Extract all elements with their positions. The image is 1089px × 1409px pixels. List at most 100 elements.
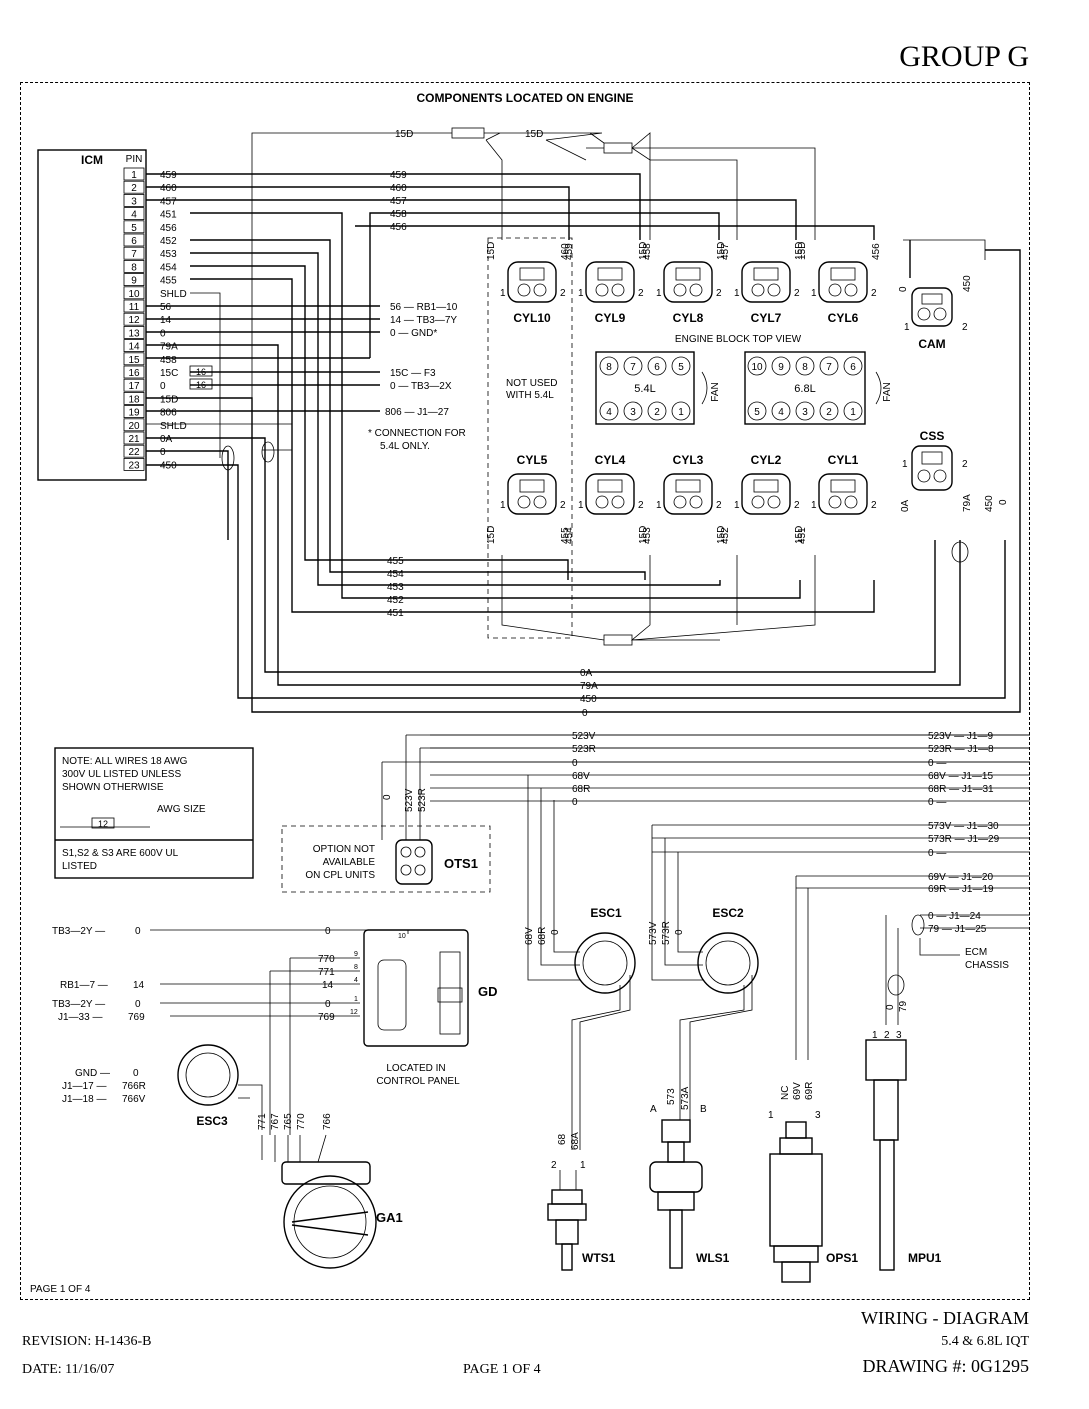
coil-label: CYL4: [595, 453, 626, 467]
css-wire-450: 450: [984, 495, 995, 512]
gd-pin-1: 1: [354, 996, 358, 1003]
coil-pin-2: 2: [638, 288, 644, 299]
icm-pin-wire: 0: [160, 381, 166, 392]
coil-latch: [675, 479, 701, 493]
group-label: GROUP G: [899, 40, 1029, 73]
ops1-pin-1: 1: [768, 1110, 774, 1121]
gd-pin-9: 9: [354, 951, 358, 958]
wls1-wire-573: 573: [666, 1088, 677, 1105]
cylinder-number: 5: [754, 407, 760, 418]
icm-pin-cell: [123, 207, 145, 221]
icm-pin-number: 16: [128, 368, 140, 379]
icm-pin-number: 18: [128, 394, 140, 405]
coil-pin-1: 1: [656, 500, 662, 511]
block-5-4l-label: 5.4L: [634, 383, 655, 395]
splice-bottom: [603, 634, 633, 646]
cylinder-number: 10: [751, 362, 763, 373]
cylinder-10: [747, 356, 767, 376]
sensor-wire-dest: 523V — J1—9: [928, 731, 993, 742]
cylinder-7: [819, 356, 839, 376]
coil-pin-1: 1: [811, 288, 817, 299]
cylinder-number: 7: [630, 362, 636, 373]
coil-latch: [597, 267, 623, 281]
dest-tb3-2x: 0 — TB3—2X: [390, 381, 452, 392]
note-line-3: SHOWN OTHERWISE: [62, 782, 164, 793]
coil-wire-b: 15D: [638, 526, 649, 544]
coil-pin-2: 2: [794, 500, 800, 511]
cylinder-number: 4: [606, 407, 612, 418]
sensor-wire-dest: 573V — J1—30: [928, 821, 999, 832]
icm-pin-number: 11: [129, 302, 140, 313]
diagram-title: COMPONENTS LOCATED ON ENGINE: [416, 91, 633, 105]
esc3-src-1-wire: 0: [133, 1068, 139, 1079]
cam-wire-0: 0: [898, 286, 909, 292]
icm-pin-number: 21: [128, 434, 140, 445]
coil-pin: [689, 495, 703, 509]
icm-pin-wire: 0A: [160, 434, 173, 445]
coil-pin-2: 2: [560, 500, 566, 511]
mpu1-wire-0: 0: [885, 1004, 896, 1010]
mpu1-pin-2: 2: [884, 1030, 890, 1041]
icm-pin-wire: 14: [160, 315, 172, 326]
not-used-1: NOT USED: [506, 378, 558, 389]
ots1-wire-523r: 523R: [417, 788, 428, 812]
icm-pin-wire: SHLD: [160, 289, 187, 300]
icm-pin-cell: [123, 299, 145, 313]
note-line-2: 300V UL LISTED UNLESS: [62, 769, 181, 780]
coil-pin-1: 1: [578, 288, 584, 299]
coil-label: CYL9: [595, 311, 626, 325]
coil-pin-1: 1: [656, 288, 662, 299]
esc1-wire-68v: 68V: [524, 927, 535, 945]
coil-wire-b: 15D: [716, 242, 727, 260]
cylinder-4: [599, 401, 619, 421]
icm-pin-number: 19: [128, 408, 140, 419]
ops1-pin-3: 3: [815, 1110, 821, 1121]
sensor-wire-label: 523V: [572, 731, 596, 742]
footer-subtitle: 5.4 & 6.8L IQT: [941, 1334, 1029, 1349]
icm-pin-wire: 56: [160, 302, 172, 313]
cylinder-9: [771, 356, 791, 376]
sensor-wire-label: 523R: [572, 744, 596, 755]
cylinder-number: 8: [606, 362, 612, 373]
gd-pin-12: 12: [350, 1009, 358, 1016]
mpu1-label: MPU1: [908, 1251, 942, 1265]
coil-wire-a: 15D: [797, 242, 808, 260]
coil-wire-b: 15D: [638, 242, 649, 260]
icm-pin-number: 5: [131, 223, 137, 234]
icm-pin-cell: [123, 405, 145, 419]
coil-pin-2: 2: [871, 500, 877, 511]
ots1-wire-0: 0: [382, 794, 393, 800]
connection-note-2: 5.4L ONLY.: [380, 441, 430, 452]
coil-wire-a: 452: [720, 527, 731, 544]
icm-pin-number: 4: [131, 210, 137, 221]
fuse-16-b: 16: [196, 380, 206, 390]
esc3-src-3: J1—18 —: [62, 1094, 106, 1105]
coil-label: CYL7: [751, 311, 782, 325]
coil-wire-b: 15D: [794, 526, 805, 544]
icm-pin-wire: 458: [160, 355, 177, 366]
splice-top: [603, 142, 633, 154]
coil-cyl2: 1 2 CYL2 452 15D: [720, 453, 805, 544]
sensor-wire-dest: 573R — J1—29: [928, 834, 1000, 845]
coil-pin-1: 1: [734, 500, 740, 511]
coil-latch: [753, 267, 779, 281]
icm-pin-wire: 79A: [160, 342, 178, 353]
coil-pin: [751, 495, 765, 509]
ga1-wire-767: 767: [270, 1113, 281, 1130]
ots1-wire-523v: 523V: [404, 788, 415, 812]
esc3-label: ESC3: [196, 1114, 228, 1128]
icm-pin-wire: 452: [160, 236, 177, 247]
coil-label: CYL2: [751, 453, 782, 467]
ops1-wire-69r: 69R: [804, 1082, 815, 1100]
icm-pin-number: 20: [128, 421, 140, 432]
icm-label: ICM: [81, 153, 103, 167]
css-pin-2: 2: [962, 459, 968, 470]
note-box: NOTE: ALL WIRES 18 AWG 300V UL LISTED UN…: [54, 747, 254, 879]
icm-pin-cell: [123, 444, 145, 458]
gd-src-3-wire: 0: [135, 999, 141, 1010]
sensor-wire-dest: 68R — J1—31: [928, 784, 994, 795]
fan-label-right: FAN: [882, 382, 893, 401]
